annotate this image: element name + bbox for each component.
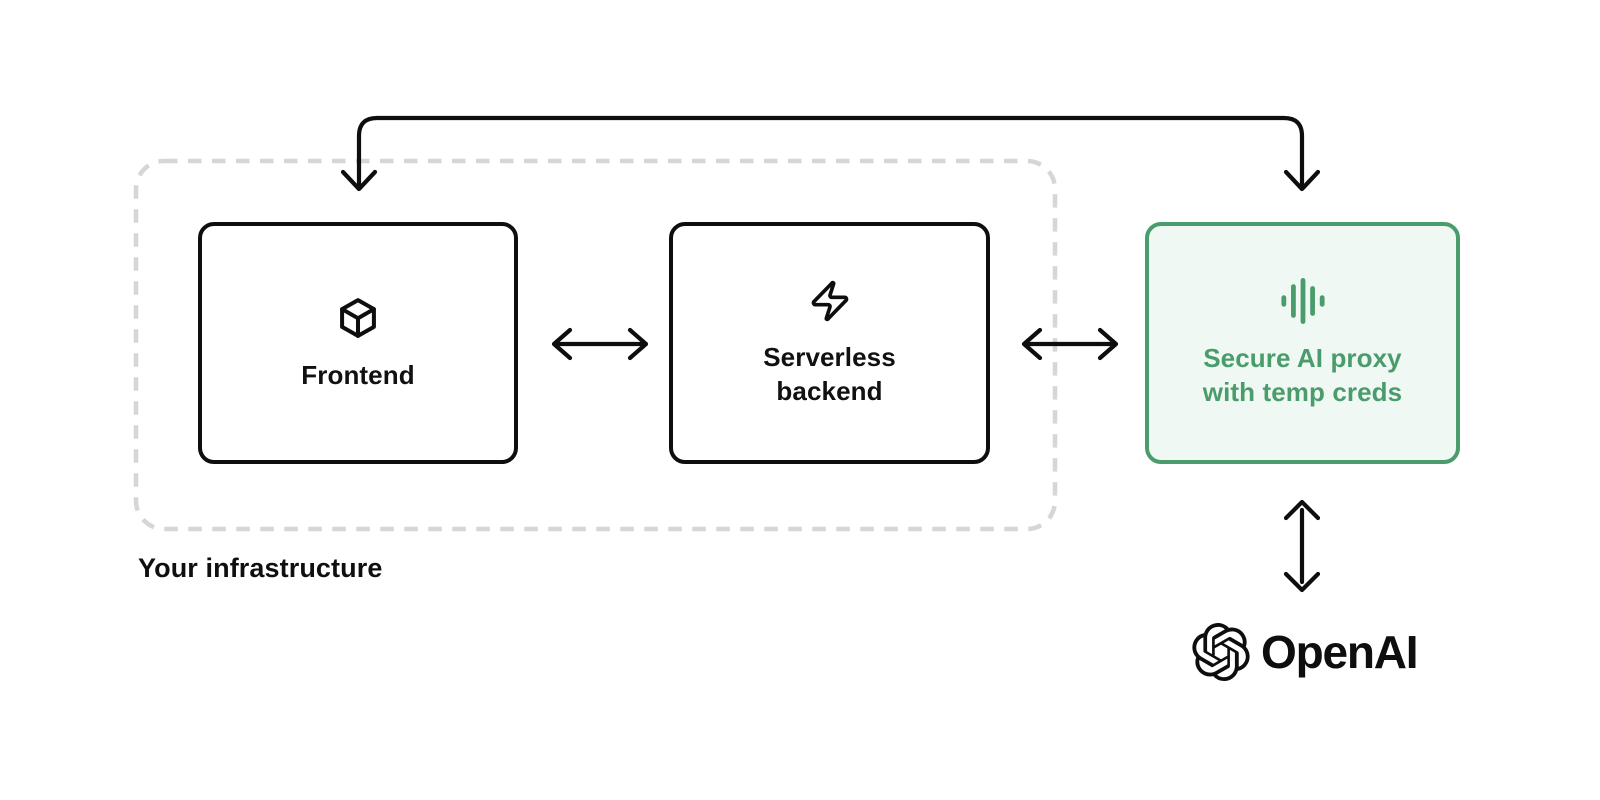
node-serverless-backend: Serverless backend [669, 222, 990, 464]
openai-service: OpenAI [1192, 623, 1419, 681]
infrastructure-group-label: Your infrastructure [138, 553, 383, 583]
node-frontend: Frontend [198, 222, 518, 464]
cube-icon [340, 297, 376, 338]
node-secure-ai-proxy: Secure AI proxy with temp creds [1145, 222, 1460, 464]
node-frontend-label: Frontend [301, 359, 415, 390]
frontend-backend-left-arrowhead-icon [551, 327, 573, 361]
backend-proxy-left-arrowhead-icon [1021, 327, 1043, 361]
top-loop-right-arrowhead-icon [1283, 169, 1321, 192]
node-serverless-backend-label: Serverless backend [763, 341, 896, 406]
top-loop-left-arrowhead-icon [340, 169, 378, 192]
top-loop-connector [356, 115, 1305, 189]
proxy-openai-up-arrowhead-icon [1283, 499, 1321, 521]
backend-proxy-right-arrowhead-icon [1097, 327, 1119, 361]
audio-waveform-icon [1280, 277, 1325, 324]
node-secure-ai-proxy-label: Secure AI proxy with temp creds [1202, 342, 1403, 407]
openai-logo-icon [1192, 623, 1250, 681]
lightning-bolt-icon [811, 280, 848, 321]
openai-wordmark: OpenAI [1261, 626, 1419, 678]
frontend-backend-right-arrowhead-icon [627, 327, 649, 361]
proxy-openai-down-arrowhead-icon [1283, 571, 1321, 593]
